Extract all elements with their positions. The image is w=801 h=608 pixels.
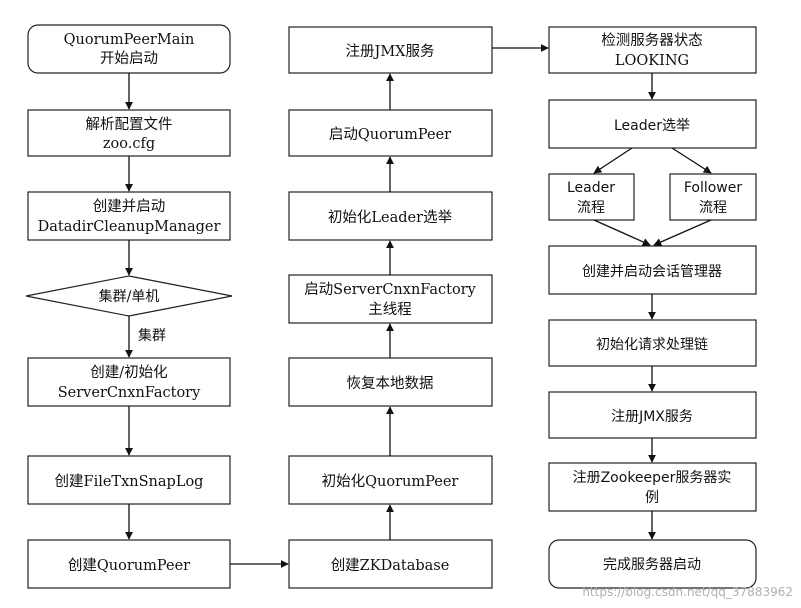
node-register-jmx-1: 注册JMX服务: [288, 26, 493, 74]
node-request-chain: 初始化请求处理链: [548, 319, 757, 367]
node-label-line: 初始化请求处理链: [596, 336, 708, 353]
node-register-zk-instance: 注册Zookeeper服务器实 例: [548, 462, 757, 512]
node-label-line: ServerCnxnFactory: [58, 385, 201, 401]
node-start-servercnxnfactory: 启动ServerCnxnFactory 主线程: [288, 274, 493, 324]
node-label-line: 创建并启动: [93, 198, 166, 215]
node-label-line: LOOKING: [615, 53, 689, 69]
node-label-line: 主线程: [368, 301, 412, 318]
node-check-looking: 检测服务器状态 LOOKING: [548, 26, 757, 74]
node-server-start-complete: 完成服务器启动: [548, 539, 757, 589]
node-label-line: 初始化QuorumPeer: [322, 473, 459, 490]
node-label-line: 创建/初始化: [90, 364, 167, 381]
node-quorumpeermain-start: QuorumPeerMain 开始启动: [27, 24, 231, 74]
node-init-leader-election: 初始化Leader选举: [288, 191, 493, 241]
node-label-line: 初始化Leader选举: [328, 209, 453, 226]
node-label-line: 例: [645, 490, 659, 506]
node-label-line: Leader: [567, 180, 615, 196]
node-label-line: 创建QuorumPeer: [68, 557, 190, 574]
node-create-servercnxnfactory: 创建/初始化 ServerCnxnFactory: [27, 357, 231, 407]
node-follower-flow: Follower 流程: [669, 173, 757, 221]
node-label-line: Leader选举: [614, 118, 690, 134]
node-label-line: 启动QuorumPeer: [329, 126, 451, 143]
node-datadir-cleanup: 创建并启动 DatadirCleanupManager: [27, 191, 231, 241]
node-label-line: 恢复本地数据: [347, 374, 434, 392]
node-create-zkdatabase: 创建ZKDatabase: [288, 539, 493, 589]
node-parse-config: 解析配置文件 zoo.cfg: [27, 109, 231, 157]
node-label-line: DatadirCleanupManager: [38, 219, 221, 235]
node-init-quorumpeer: 初始化QuorumPeer: [288, 455, 493, 505]
node-leader-flow: Leader 流程: [548, 173, 635, 221]
edge-arrow: [671, 147, 712, 174]
edge-arrow: [593, 219, 651, 246]
node-label-line: 开始启动: [100, 50, 158, 67]
node-label-line: Follower: [684, 180, 743, 196]
node-label-line: zoo.cfg: [103, 136, 155, 152]
node-label-line: 注册JMX服务: [346, 43, 435, 60]
node-create-filetxnsnaplog: 创建FileTxnSnapLog: [27, 455, 231, 505]
edge-arrow: [593, 147, 633, 174]
node-restore-local-data: 恢复本地数据: [288, 357, 493, 407]
node-label-line: 解析配置文件: [86, 116, 173, 133]
edges: [125, 44, 712, 568]
node-create-quorumpeer: 创建QuorumPeer: [27, 539, 231, 589]
node-label-line: QuorumPeerMain: [64, 32, 195, 48]
edge-arrow: [653, 219, 712, 246]
node-label-line: 注册Zookeeper服务器实: [573, 470, 732, 486]
node-label-line: 创建FileTxnSnapLog: [55, 473, 204, 490]
node-label-line: 启动ServerCnxnFactory: [304, 281, 476, 298]
node-leader-election: Leader选举: [548, 99, 757, 149]
node-label-line: 流程: [577, 200, 605, 216]
node-label-line: 集群/单机: [99, 288, 160, 305]
node-label-line: 检测服务器状态: [601, 32, 703, 49]
node-session-manager: 创建并启动会话管理器: [548, 245, 757, 295]
edge-label-cluster: 集群: [138, 327, 166, 344]
node-label-line: 完成服务器启动: [603, 557, 701, 573]
node-label-line: 创建并启动会话管理器: [582, 264, 722, 280]
node-label-line: 注册JMX服务: [611, 409, 693, 425]
node-label-line: 创建ZKDatabase: [331, 557, 450, 574]
node-register-jmx-2: 注册JMX服务: [548, 391, 757, 439]
node-cluster-standalone-decision: 集群/单机: [25, 275, 233, 317]
node-start-quorumpeer: 启动QuorumPeer: [288, 109, 493, 157]
watermark: https://blog.csdn.net/qq_37883962: [582, 585, 793, 599]
node-label-line: 流程: [699, 200, 727, 216]
